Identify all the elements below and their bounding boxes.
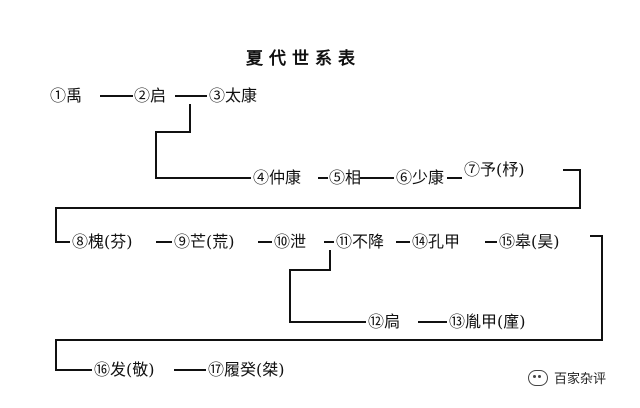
node-fa: ⑯发(敬) — [94, 360, 155, 379]
node-gao: ⑮皋(昊) — [499, 232, 560, 251]
node-jin: ⑬胤甲(廑) — [449, 312, 526, 331]
node-mang: ⑨芒(荒) — [174, 232, 235, 251]
watermark-label: 百家杂评 — [554, 372, 607, 387]
node-lugui: ⑰履癸(桀) — [208, 360, 285, 379]
node-xie: ⑩泄 — [274, 232, 307, 251]
node-yu: ①禹 — [50, 86, 83, 105]
node-qi: ②启 — [134, 86, 167, 105]
watermark: 百家杂评 — [528, 368, 606, 387]
node-jiong: ⑫扃 — [368, 312, 401, 331]
node-zhongkang: ④仲康 — [253, 168, 302, 187]
diagram-title: 夏代世系表 — [246, 49, 361, 69]
node-huai: ⑧槐(芬) — [72, 232, 133, 251]
chat-bubble-icon — [528, 369, 548, 386]
node-zhu: ⑦予(杼) — [464, 160, 525, 179]
node-kongjia: ⑭孔甲 — [412, 232, 461, 251]
node-bujiang: ⑪不降 — [336, 232, 385, 251]
node-xiang: ⑤相 — [329, 168, 362, 187]
node-shaokang: ⑥少康 — [396, 168, 445, 187]
node-taikang: ③太康 — [209, 86, 258, 105]
